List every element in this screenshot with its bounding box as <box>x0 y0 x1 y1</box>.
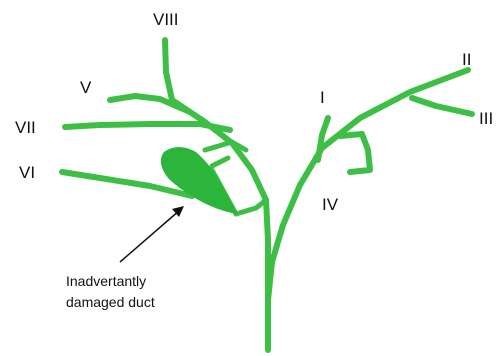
accessory-connector-upper <box>205 142 246 150</box>
label-v: V <box>80 78 92 97</box>
accessory-connector-mid <box>212 158 228 166</box>
label-viii: VIII <box>153 10 179 29</box>
segment-v-duct <box>110 96 190 112</box>
segment-viii-duct <box>165 40 172 100</box>
annotation-line-2: damaged duct <box>66 294 155 310</box>
segment-i-duct <box>318 118 328 160</box>
label-vii: VII <box>15 118 36 137</box>
segment-iv-duct <box>340 134 370 172</box>
label-vi: VI <box>19 163 35 182</box>
label-i: I <box>320 88 325 107</box>
segment-vii-duct <box>65 124 230 130</box>
label-iii: III <box>479 109 493 128</box>
label-iv: IV <box>322 195 339 214</box>
annotation-line-1: Inadvertantly <box>66 273 146 289</box>
annotation-arrow-line <box>120 210 180 262</box>
label-ii: II <box>462 50 471 69</box>
segment-iii-duct <box>412 98 472 114</box>
